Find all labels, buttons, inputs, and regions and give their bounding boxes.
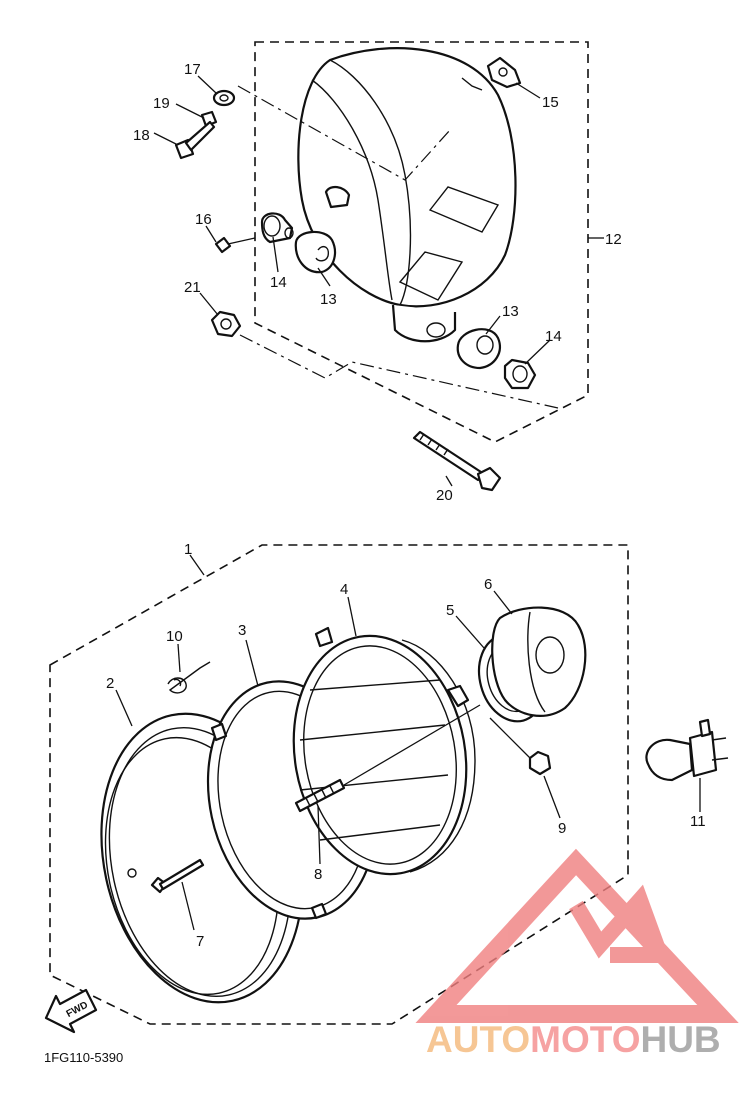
callout-18: 18 xyxy=(133,127,150,144)
part-4-lens-unit xyxy=(292,626,476,876)
leader-2 xyxy=(115,689,133,727)
leader-14a xyxy=(272,236,279,273)
callout-3: 3 xyxy=(238,622,246,639)
part-17-washer xyxy=(212,89,236,107)
part-16-screw xyxy=(214,236,256,254)
callout-15: 15 xyxy=(542,94,559,111)
callout-12: 12 xyxy=(605,231,622,248)
callout-7: 7 xyxy=(196,933,204,950)
bolt-alignment-line xyxy=(239,334,559,409)
leader-13b xyxy=(485,315,501,335)
watermark-text: AUTOMOTOHUB xyxy=(426,1019,721,1060)
part-19-nut xyxy=(200,110,218,128)
forward-direction-arrow: FWD xyxy=(44,988,98,1034)
part-6-socket-cover xyxy=(491,606,587,717)
leader-21 xyxy=(199,292,219,316)
callout-14-right: 14 xyxy=(545,328,562,345)
leader-17 xyxy=(197,75,217,94)
case-assembly-dashed-boundary xyxy=(254,41,589,443)
leader-18 xyxy=(153,132,179,146)
leader-6 xyxy=(493,590,513,615)
drawing-code: 1FG110-5390 xyxy=(44,1050,123,1065)
leader-8 xyxy=(317,805,321,865)
callout-21: 21 xyxy=(184,279,201,296)
part-15-damper xyxy=(486,56,522,89)
part-7-screw xyxy=(150,858,205,894)
part-8-adjust-screw xyxy=(294,778,346,813)
callout-6: 6 xyxy=(484,576,492,593)
watermark-hub: HUB xyxy=(640,1019,720,1060)
leader-9 xyxy=(543,775,561,819)
leader-3 xyxy=(245,639,259,687)
socket-alignment-line xyxy=(489,717,533,761)
leader-1 xyxy=(189,554,205,576)
callout-20: 20 xyxy=(436,487,453,504)
part-21-nut xyxy=(210,310,242,338)
callout-8: 8 xyxy=(314,866,322,883)
leader-4 xyxy=(347,596,357,637)
leader-20 xyxy=(445,475,453,487)
leader-5 xyxy=(455,615,485,649)
part-13-grommet-right xyxy=(456,328,501,370)
automotohub-watermark: AUTOMOTOHUB xyxy=(415,848,739,1060)
leader-15 xyxy=(515,82,541,99)
watermark-logo-inner xyxy=(569,884,672,963)
callout-10: 10 xyxy=(166,628,183,645)
leader-16 xyxy=(205,225,217,243)
part-18-bolt xyxy=(174,120,216,160)
leader-19 xyxy=(175,103,205,119)
leader-14b xyxy=(524,339,551,365)
part-11-bulb xyxy=(645,718,729,782)
unit-alignment-line xyxy=(343,704,481,786)
callout-17: 17 xyxy=(184,61,201,78)
part-10-clip xyxy=(167,661,211,694)
part-13-grommet-left xyxy=(294,230,337,274)
fastener-alignment-line xyxy=(237,85,451,181)
callout-1: 1 xyxy=(184,541,192,558)
part-9-nut xyxy=(528,750,552,776)
watermark-moto: MOTO xyxy=(530,1019,640,1060)
callout-2: 2 xyxy=(106,675,114,692)
callout-9: 9 xyxy=(558,820,566,837)
callout-5: 5 xyxy=(446,602,454,619)
callout-13-right: 13 xyxy=(502,303,519,320)
unit-assembly-dashed-boundary xyxy=(49,544,629,1025)
callout-11: 11 xyxy=(690,813,706,830)
callout-14-left: 14 xyxy=(270,274,287,291)
callout-19: 19 xyxy=(153,95,170,112)
leader-10 xyxy=(177,643,181,673)
part-14-collar-left xyxy=(260,212,294,244)
part-20-bolt xyxy=(412,430,502,492)
callout-13-left: 13 xyxy=(320,291,337,308)
callout-16: 16 xyxy=(195,211,212,228)
watermark-auto: AUTO xyxy=(426,1019,530,1060)
watermark-triangle-logo xyxy=(415,848,739,1023)
callout-4: 4 xyxy=(340,581,348,598)
leader-7 xyxy=(181,881,195,931)
leader-13a xyxy=(317,267,331,287)
part-14-collar-right xyxy=(503,358,537,390)
